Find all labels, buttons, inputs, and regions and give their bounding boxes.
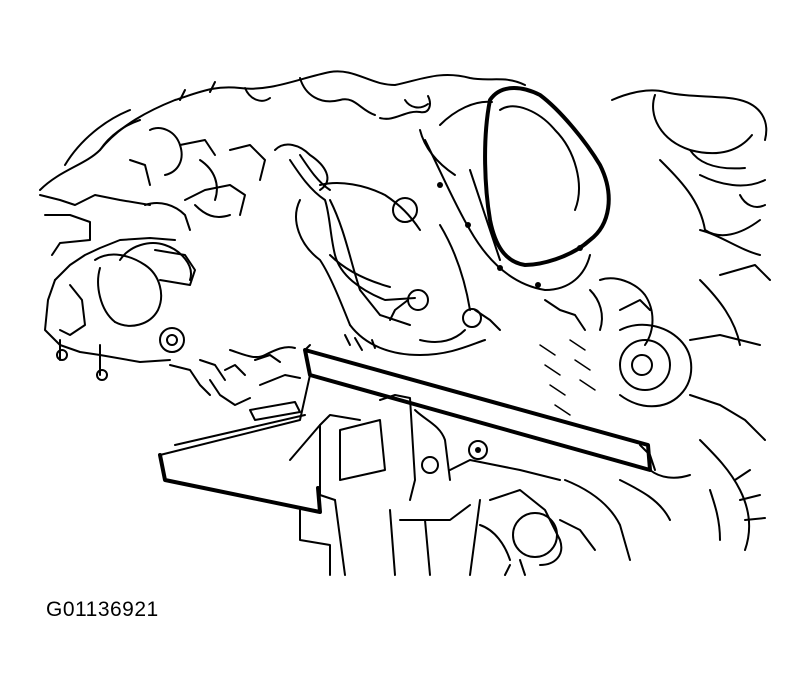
figure-id-label: G01136921 (46, 598, 159, 621)
transmission-jack-support (158, 344, 691, 576)
transmission-housing (295, 129, 501, 356)
pan-cover (424, 86, 611, 291)
wiring-harness (274, 143, 416, 301)
lower-left-details (209, 354, 301, 406)
engine-top-outline (39, 70, 768, 237)
left-engine-mount (39, 127, 296, 396)
right-components (539, 229, 771, 551)
